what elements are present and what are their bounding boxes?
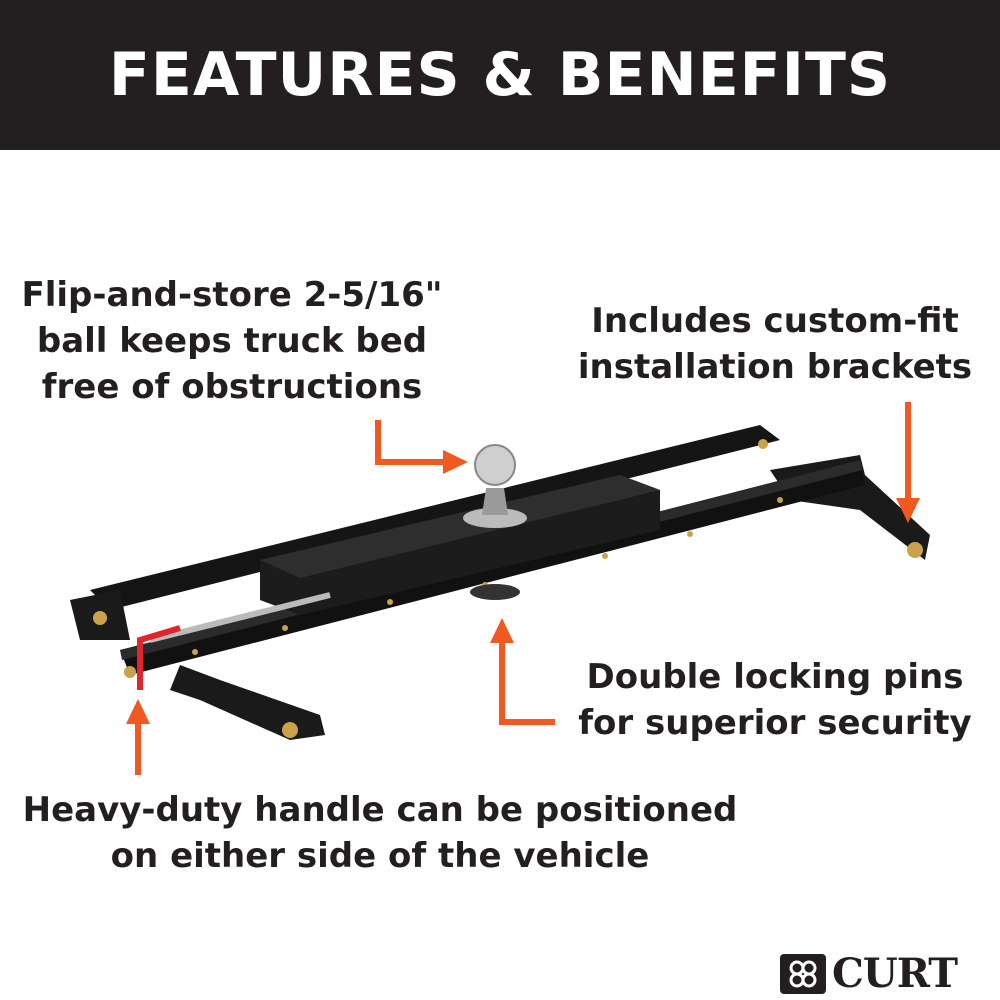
header-banner: FEATURES & BENEFITS [0,0,1000,150]
hitch-ball [474,444,516,486]
callout-line: for superior security [578,703,972,743]
callout-line: Double locking pins [586,657,964,697]
callout-line: installation brackets [577,347,973,387]
ball-base [463,508,527,528]
callout-brackets: Includes custom-fit installation bracket… [560,298,990,390]
curt-logo-icon [780,953,826,994]
callout-pins: Double locking pins for superior securit… [560,654,990,746]
left-bracket [170,665,325,740]
arrow-pins [499,640,555,725]
arrow-pins-head [490,618,514,643]
arrow-handle-head [126,699,150,724]
bolts [93,439,923,738]
center-plate-top [260,475,660,578]
brand-name: CURT [832,950,958,997]
ball-shank [482,488,508,515]
arrow-ball [375,420,445,465]
curt-logo: CURT [780,950,958,997]
locking-pin-housing [470,584,520,600]
arrow-brackets-head [896,498,920,523]
callout-ball: Flip-and-store 2-5/16" ball keeps truck … [12,272,452,410]
callout-line: Includes custom-fit [591,301,959,341]
callout-line: free of obstructions [41,367,423,407]
callout-handle: Heavy-duty handle can be positioned on e… [20,787,740,879]
callout-line: Heavy-duty handle can be positioned [22,790,738,830]
callout-line: on either side of the vehicle [110,836,650,876]
page-title: FEATURES & BENEFITS [108,40,892,110]
red-handle [137,625,181,690]
callout-line: ball keeps truck bed [36,321,428,361]
arrow-ball-head [443,450,468,474]
handle-rod [149,592,331,643]
callout-line: Flip-and-store 2-5/16" [21,275,443,315]
